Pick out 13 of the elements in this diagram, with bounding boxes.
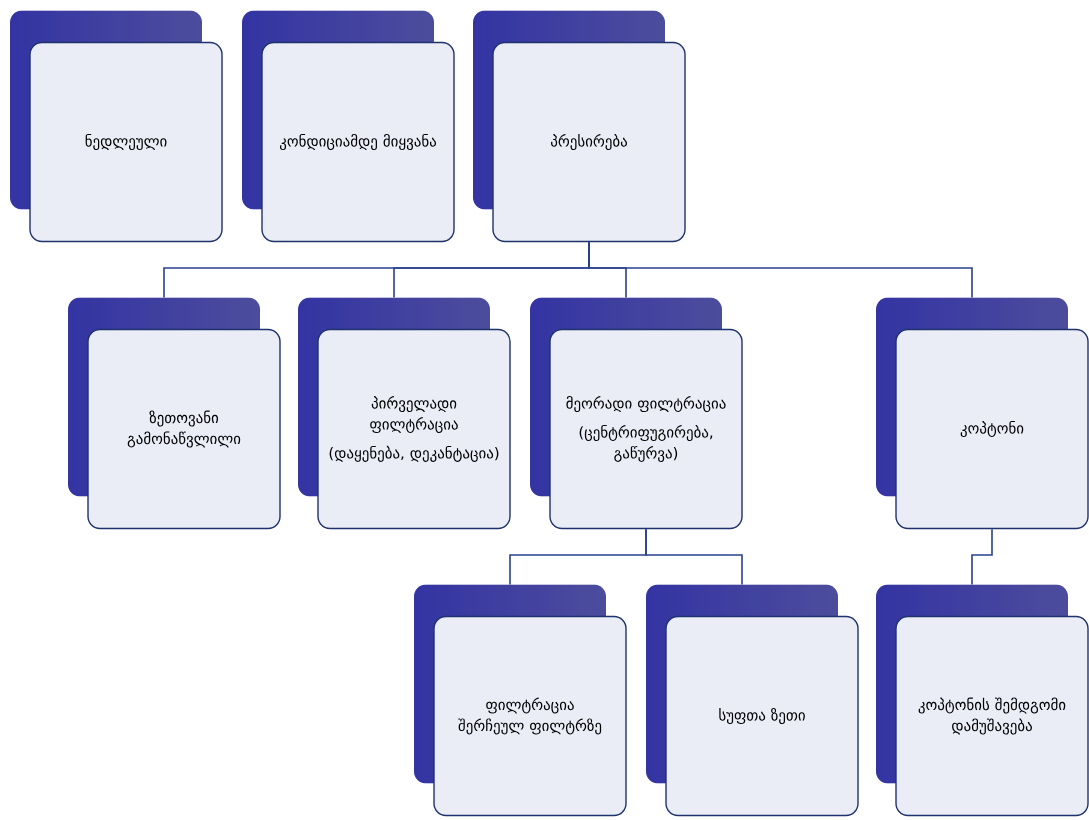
process-card: სუფთა ზეთი [646,584,859,817]
connector-line [645,528,743,586]
connector-line [971,528,993,586]
process-card: ფილტრაცია შერჩეულ ფილტრზე [414,584,627,817]
process-card: პრესირება [473,10,686,243]
process-card: მეორადი ფილტრაცია (ცენტრიფუგირება, გაწურვა) [530,297,743,530]
process-card: ზეთოვანი გამონაწვლილი [68,297,281,530]
process-card: კოპტონის შემდგომი დამუშავება [876,584,1089,817]
connector-line [588,241,973,299]
process-card: კონდიციამდე მიყვანა [242,10,455,243]
process-card: კოპტონი [876,297,1089,530]
process-card: ნედლეული [10,10,223,243]
process-card: პირველადი ფილტრაცია (დაყენება, დეკანტაცია) [298,297,511,530]
